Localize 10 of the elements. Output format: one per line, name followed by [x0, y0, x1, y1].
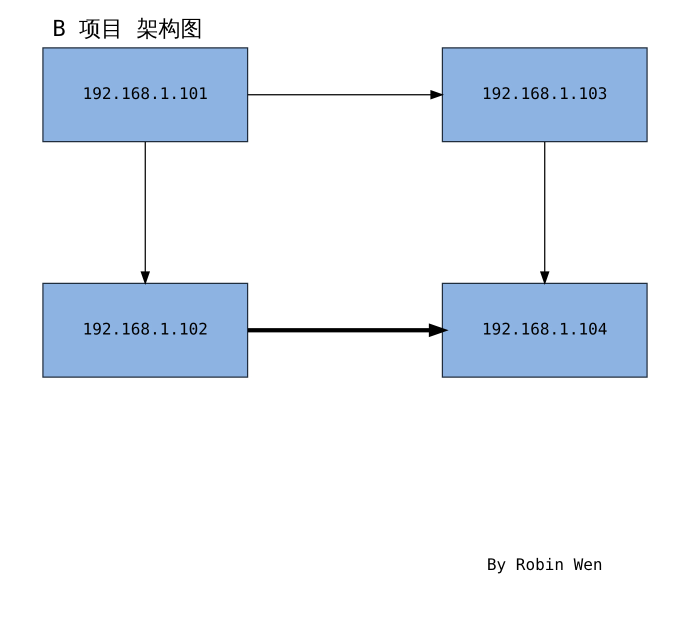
node-box: 192.168.1.104 [442, 282, 648, 378]
diagram-title: B 项目 架构图 [52, 16, 202, 42]
caption: By Robin Wen [486, 554, 603, 574]
node-box: 192.168.1.101 [42, 47, 248, 142]
arrow [248, 90, 444, 100]
node-box: 192.168.1.102 [42, 282, 248, 378]
arrow [540, 142, 550, 285]
arrow [248, 323, 449, 338]
arrow [140, 142, 150, 285]
node-box: 192.168.1.103 [442, 47, 648, 142]
